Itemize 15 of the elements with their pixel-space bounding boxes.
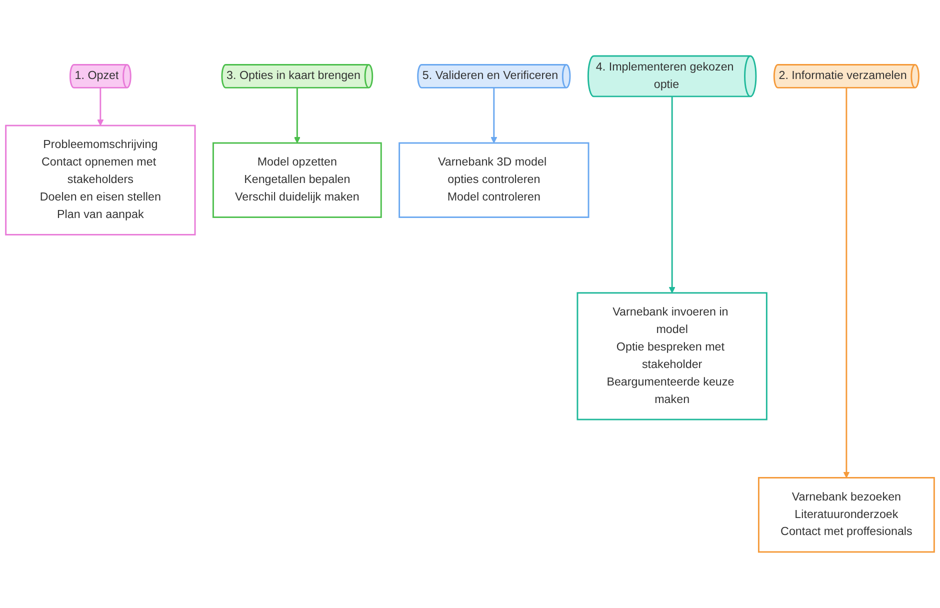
node-text: 1. Opzet xyxy=(74,70,119,82)
arrow xyxy=(668,96,676,294)
node-text: 4. Implementeren gekozen optie xyxy=(596,60,734,91)
node-box: Varnebank invoeren in model Optie bespreken met stakeholder Beargumenteerde keuze maken xyxy=(576,292,768,420)
node-box: Varnebank 3D model opties controleren Model controleren xyxy=(398,142,590,218)
arrow xyxy=(97,88,104,126)
arrow xyxy=(490,88,498,144)
node-text: 2. Informatie verzamelen xyxy=(778,70,907,82)
arrow xyxy=(294,88,300,144)
node-box: Varnebank bezoeken Literatuuronderzoek Contact met proffesionals xyxy=(758,477,935,553)
node-box: Model opzetten Kengetallen bepalen Verschil duidelijk maken xyxy=(212,142,382,218)
arrow xyxy=(843,88,850,478)
node-text: 3. Opties in kaart brengen xyxy=(226,70,360,82)
node-box: Probleemomschrijving Contact opnemen met stakeholders Doelen en eisen stellen Plan van aanpak xyxy=(5,124,196,236)
node-text: 5. Valideren en Verificeren xyxy=(422,70,558,82)
